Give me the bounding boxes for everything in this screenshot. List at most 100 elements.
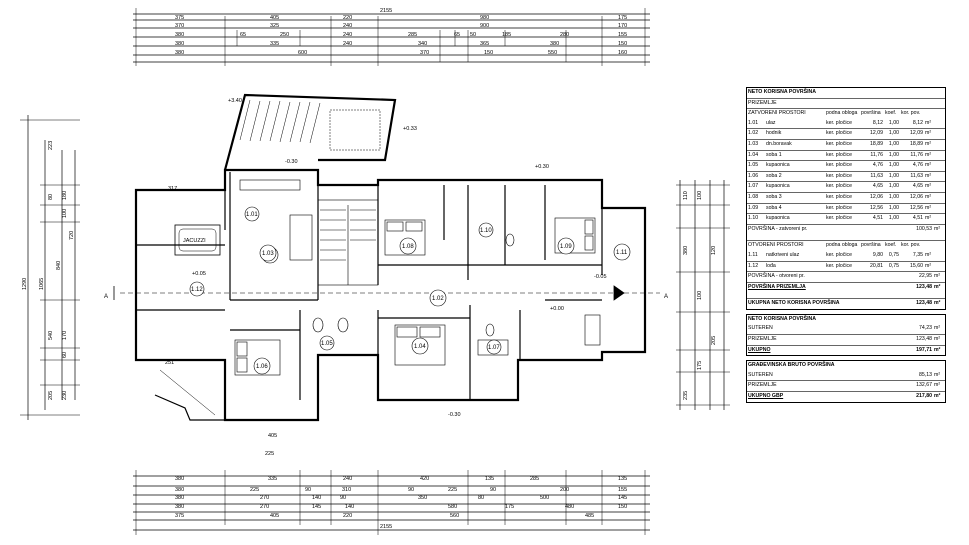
svg-text:370: 370	[175, 23, 184, 29]
level-mark: -0.30	[285, 159, 298, 165]
svg-text:380: 380	[683, 246, 689, 255]
jacuzzi	[174, 224, 221, 256]
terrace-stairs	[239, 99, 381, 151]
closed-sum-row: POVRŠINA - zatvoreni pr. 100,53 m²	[747, 223, 945, 235]
svg-text:375: 375	[175, 15, 184, 21]
svg-text:350: 350	[418, 495, 427, 501]
svg-text:155: 155	[618, 32, 627, 38]
svg-text:317: 317	[168, 186, 177, 192]
svg-text:375: 375	[175, 513, 184, 519]
level-mark: +0.33	[403, 126, 417, 132]
svg-text:90: 90	[305, 487, 311, 493]
svg-text:405: 405	[270, 513, 279, 519]
svg-text:180: 180	[62, 191, 68, 200]
bottom-dimension-text: 380 335 240 420 135 285 135 380 225 90 3…	[175, 476, 627, 530]
sanitary-fixtures	[312, 233, 601, 356]
open-sum-row: POVRŠINA - otvoreni pr. 22,95 m²	[747, 271, 945, 282]
room-label-1-06: 1.06	[256, 364, 268, 370]
room-label-1-10: 1.10	[480, 228, 492, 234]
svg-text:175: 175	[697, 361, 703, 370]
svg-text:285: 285	[408, 32, 417, 38]
svg-text:175: 175	[618, 15, 627, 21]
total-net-row: UKUPNA NETO KORISNA POVRŠINA 123,48 m²	[747, 298, 945, 309]
svg-text:90: 90	[340, 495, 346, 501]
room-labels: 1.03 1.02 1.04 1.06 1.08 1.09 1.10 1.05 …	[183, 206, 631, 375]
net-area-table: NETO KORISNA POVRŠINA PRIZEMLJE ZATVOREN…	[746, 87, 946, 310]
svg-text:2155: 2155	[380, 524, 392, 530]
svg-text:230: 230	[62, 391, 68, 400]
bed-room-1-09	[554, 217, 596, 254]
svg-text:380: 380	[175, 487, 184, 493]
lodge	[136, 359, 226, 421]
svg-text:205: 205	[48, 391, 54, 400]
level-mark: +0.00	[550, 306, 564, 312]
open-header-row: OTVORENI PROSTORI podna obloga površina …	[747, 240, 945, 251]
floor-sum-row: POVRŠINA PRIZEMLJA 123,48 m²	[747, 281, 945, 293]
svg-text:100: 100	[697, 291, 703, 300]
svg-text:225: 225	[265, 451, 274, 457]
svg-text:310: 310	[342, 487, 351, 493]
svg-text:365: 365	[480, 41, 489, 47]
svg-text:160: 160	[618, 50, 627, 56]
svg-text:285: 285	[530, 476, 539, 482]
svg-text:145: 145	[312, 504, 321, 510]
top-dimension-chains	[133, 8, 650, 66]
inner-dimension-text: 317 405 251 225	[165, 186, 277, 457]
svg-text:1065: 1065	[39, 278, 45, 290]
svg-text:150: 150	[618, 41, 627, 47]
level-mark: -0.30	[448, 412, 461, 418]
floor-label: PRIZEMLJE	[748, 99, 777, 106]
section-markers: A A	[104, 285, 668, 301]
svg-text:155: 155	[618, 487, 627, 493]
level-mark: +3.40	[228, 98, 242, 104]
svg-text:150: 150	[484, 50, 493, 56]
svg-text:140: 140	[312, 495, 321, 501]
closed-header-row: ZATVORENI PROSTORI podna obloga površina…	[747, 108, 945, 119]
top-dimension-text: 2155 375 405 220 980 175 370 325 240 900…	[175, 8, 627, 56]
svg-text:170: 170	[62, 331, 68, 340]
svg-text:100: 100	[697, 191, 703, 200]
svg-text:135: 135	[618, 476, 627, 482]
svg-text:240: 240	[343, 23, 352, 29]
svg-text:380: 380	[175, 32, 184, 38]
svg-text:240: 240	[343, 32, 352, 38]
level-mark: +0.05	[192, 271, 206, 277]
room-label-1-08: 1.08	[402, 244, 414, 250]
table-title: NETO KORISNA POVRŠINA	[748, 89, 817, 95]
svg-text:270: 270	[260, 495, 269, 501]
svg-text:225: 225	[448, 487, 457, 493]
svg-text:420: 420	[420, 476, 429, 482]
svg-text:140: 140	[345, 504, 354, 510]
level-mark: +0.30	[535, 164, 549, 170]
svg-text:175: 175	[505, 504, 514, 510]
svg-text:480: 480	[565, 504, 574, 510]
left-dimension-text: 1290 1065 840 720 223 80 180 100 540 170…	[22, 141, 75, 400]
svg-text:335: 335	[268, 476, 277, 482]
svg-text:145: 145	[618, 495, 627, 501]
bottom-dimension-chains	[133, 470, 650, 535]
svg-text:380: 380	[175, 495, 184, 501]
svg-text:50: 50	[470, 32, 476, 38]
bed-room-1-08	[384, 219, 426, 256]
svg-text:405: 405	[270, 15, 279, 21]
section-mark-right: A	[664, 294, 668, 300]
table-title: GRAĐEVINSKA BRUTO POVRŠINA	[748, 362, 835, 369]
svg-text:380: 380	[175, 476, 184, 482]
